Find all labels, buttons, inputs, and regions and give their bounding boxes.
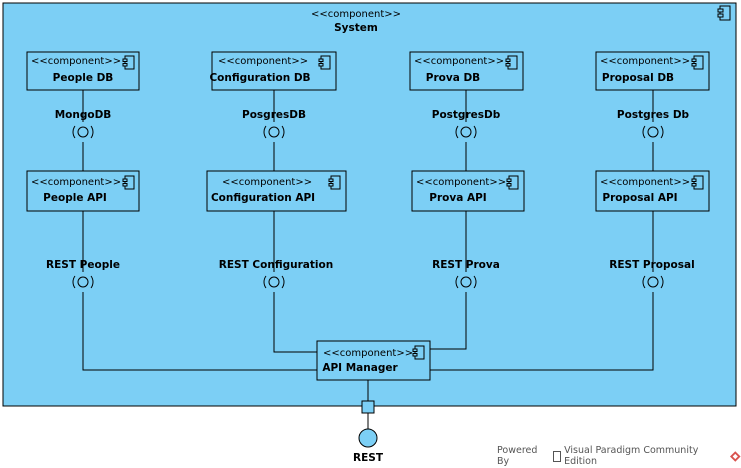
interface-label: Postgres Db — [617, 109, 690, 121]
connectors — [82, 90, 654, 429]
api-component-proposal[interactable]: <<component>> Proposal API — [595, 170, 710, 212]
api-component-configuration[interactable]: <<component>> Configuration API — [206, 170, 347, 212]
db-interface-configuration[interactable]: PosgresDB — [242, 109, 306, 139]
db-interface-proposal[interactable]: Postgres Db — [617, 109, 690, 139]
api-component-people[interactable]: <<component>> People API — [26, 170, 140, 212]
interface-label: REST Prova — [432, 259, 500, 271]
component-name: Configuration DB — [209, 72, 310, 84]
component-name: Prova API — [429, 192, 486, 204]
provided-interface-rest[interactable]: REST — [353, 428, 384, 464]
stereotype-label: <<component>> — [323, 348, 413, 359]
api-manager-component[interactable]: <<component>> API Manager — [316, 340, 431, 381]
interface-label: PosgresDB — [242, 109, 306, 121]
component-name: Proposal DB — [602, 72, 674, 84]
db-interface-people[interactable]: MongoDB — [55, 109, 112, 139]
stereotype-label: <<component>> — [414, 56, 504, 67]
interface-label: MongoDB — [55, 109, 112, 121]
rest-interface-proposal[interactable]: REST Proposal — [609, 259, 695, 289]
component-icon — [122, 55, 135, 70]
interface-label: REST — [353, 452, 384, 464]
api-component-prova[interactable]: <<component>> Prova API — [411, 170, 525, 212]
stereotype-label: <<component>> — [31, 177, 121, 188]
db-component-prova[interactable]: <<component>> Prova DB — [409, 51, 524, 91]
component-name: Proposal API — [602, 192, 677, 204]
stereotype-label: <<component>> — [222, 177, 312, 188]
component-name: API Manager — [322, 362, 398, 374]
visual-paradigm-logo-icon — [730, 450, 741, 462]
rest-interface-configuration[interactable]: REST Configuration — [219, 259, 333, 289]
stereotype-label: <<component>> — [416, 177, 506, 188]
component-icon — [505, 55, 518, 70]
rest-interface-people[interactable]: REST People — [46, 259, 120, 289]
component-icon — [691, 55, 704, 70]
footer-prefix: Powered By — [497, 445, 538, 467]
interface-label: REST Configuration — [219, 259, 333, 271]
powered-by-footer: Powered By Visual Paradigm Community Edi… — [497, 445, 741, 467]
system-port[interactable] — [361, 400, 375, 414]
system-stereotype: <<component>> — [311, 9, 401, 20]
component-icon — [318, 55, 331, 70]
component-name: People DB — [53, 72, 114, 84]
component-icon — [717, 5, 731, 21]
system-name: System — [334, 22, 378, 34]
component-icon — [328, 175, 341, 190]
component-name: Configuration API — [211, 192, 315, 204]
stereotype-label: <<component>> — [600, 177, 690, 188]
db-component-people[interactable]: <<component>> People DB — [26, 51, 140, 91]
component-icon — [412, 345, 425, 360]
stereotype-label: <<component>> — [600, 56, 690, 67]
footer-suffix: Visual Paradigm Community Edition — [564, 445, 699, 467]
footer-glyph-icon — [553, 450, 562, 462]
interface-label: REST People — [46, 259, 120, 271]
component-name: People API — [43, 192, 107, 204]
interface-label: REST Proposal — [609, 259, 694, 271]
component-icon — [506, 175, 519, 190]
db-interface-prova[interactable]: PostgresDb — [432, 109, 501, 139]
component-icon — [122, 175, 135, 190]
db-component-proposal[interactable]: <<component>> Proposal DB — [595, 51, 710, 91]
rest-interface-prova[interactable]: REST Prova — [432, 259, 500, 289]
component-icon — [691, 175, 704, 190]
stereotype-label: <<component>> — [31, 56, 121, 67]
component-name: Prova DB — [426, 72, 480, 84]
interface-label: PostgresDb — [432, 109, 501, 121]
db-component-configuration[interactable]: <<component>> Configuration DB — [209, 51, 337, 91]
stereotype-label: <<component>> — [218, 56, 308, 67]
